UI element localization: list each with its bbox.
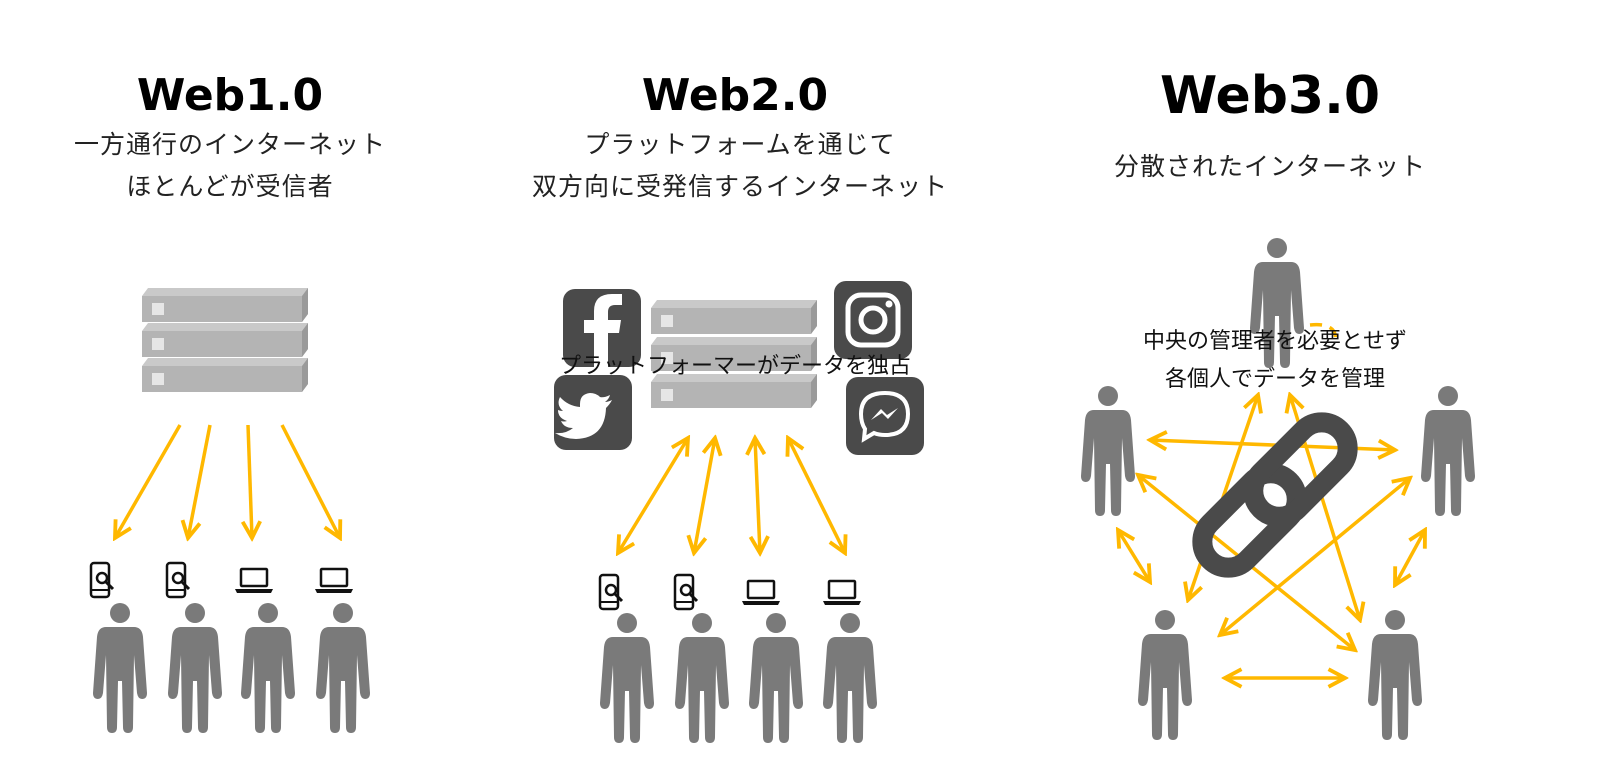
instagram-icon — [834, 281, 912, 359]
web1-subtitle-line1: 一方通行のインターネット — [73, 130, 386, 159]
web2-caption: プラットフォーマーがデータを独占 — [558, 354, 911, 379]
web3-title: Web3.0 — [1159, 66, 1381, 126]
web1-devices — [89, 561, 355, 599]
web3-caption: 中央の管理者を必要とせず 各個人でデータを管理 — [1110, 323, 1440, 399]
web2-arrows — [618, 438, 845, 553]
web2-subtitle-line2: 双方向に受発信するインターネット — [531, 172, 948, 201]
web2-title: Web2.0 — [641, 70, 829, 121]
web2-users — [600, 613, 877, 743]
laptop-icon — [233, 567, 275, 595]
web1-arrows — [115, 424, 340, 538]
web1-server-stack — [142, 288, 308, 392]
web2-devices — [598, 573, 863, 611]
phone-search-icon — [598, 573, 624, 611]
web3-caption-line2: 各個人でデータを管理 — [1164, 367, 1385, 392]
phone-search-icon — [673, 573, 699, 611]
web3-caption-line1: 中央の管理者を必要とせず — [1142, 329, 1407, 354]
laptop-icon — [740, 579, 782, 607]
twitter-icon — [554, 375, 632, 450]
web1-users — [93, 603, 370, 733]
chain-link-icon — [1192, 412, 1358, 578]
web3-subtitle: 分散されたインターネット — [1113, 152, 1426, 181]
web1-subtitle-line2: ほとんどが受信者 — [126, 172, 334, 201]
phone-search-icon — [165, 561, 191, 599]
web2-subtitle: プラットフォームを通じて 双方向に受発信するインターネット — [500, 124, 980, 208]
web1-subtitle: 一方通行のインターネット ほとんどが受信者 — [40, 124, 420, 208]
phone-search-icon — [89, 561, 115, 599]
laptop-icon — [821, 579, 863, 607]
facebook-icon — [563, 289, 641, 367]
laptop-icon — [313, 567, 355, 595]
web2-subtitle-line1: プラットフォームを通じて — [584, 130, 896, 159]
messenger-icon — [846, 377, 924, 455]
web1-title: Web1.0 — [136, 70, 324, 121]
